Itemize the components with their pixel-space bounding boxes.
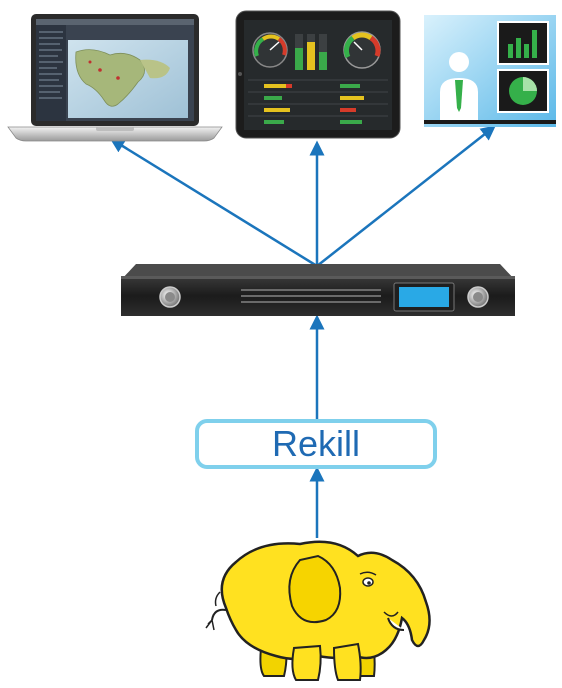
middleware-box xyxy=(195,419,437,469)
edge-server-to-business-user xyxy=(316,125,496,267)
tablet-dashboard-icon xyxy=(235,10,401,139)
rack-server-icon xyxy=(121,264,515,316)
connection-arrows xyxy=(109,125,496,538)
hadoop-elephant-icon xyxy=(205,540,431,681)
laptop-dashboard-icon xyxy=(7,14,223,142)
business-user-charts-icon xyxy=(424,15,556,127)
edge-server-to-laptop xyxy=(109,138,318,268)
